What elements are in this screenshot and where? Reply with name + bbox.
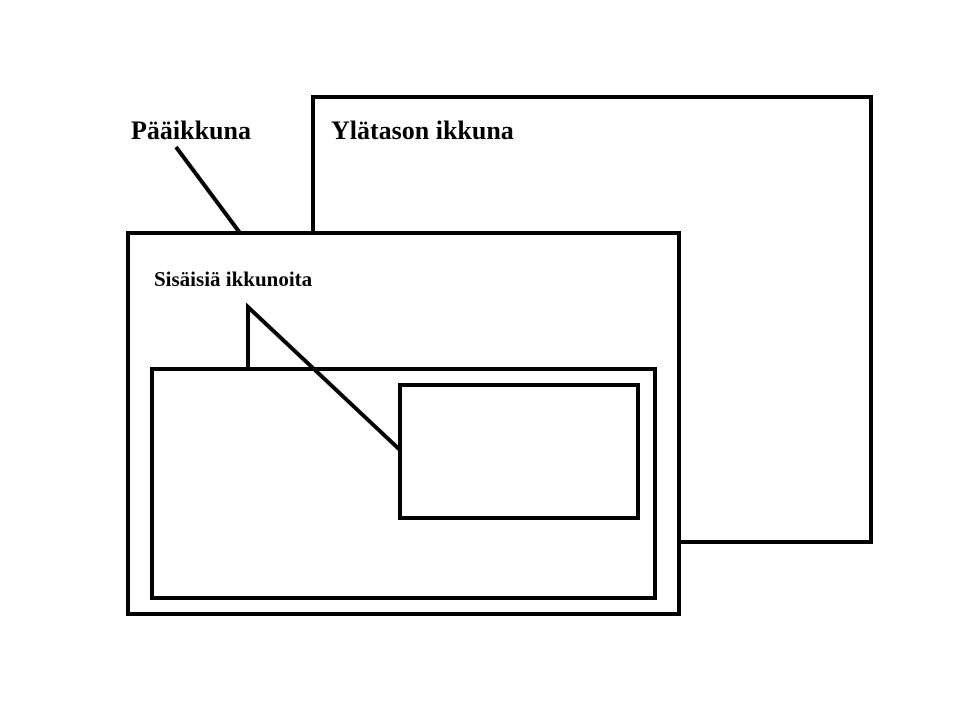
inner-windows-label: Sisäisiä ikkunoita	[154, 267, 313, 291]
main-window-label: Pääikkuna	[131, 116, 251, 145]
top-level-window-label: Ylätason ikkuna	[331, 116, 514, 145]
inner-windows-leader-line	[246, 302, 402, 452]
main-window-leader-line	[174, 145, 242, 235]
inner-window-small-box	[398, 383, 640, 520]
